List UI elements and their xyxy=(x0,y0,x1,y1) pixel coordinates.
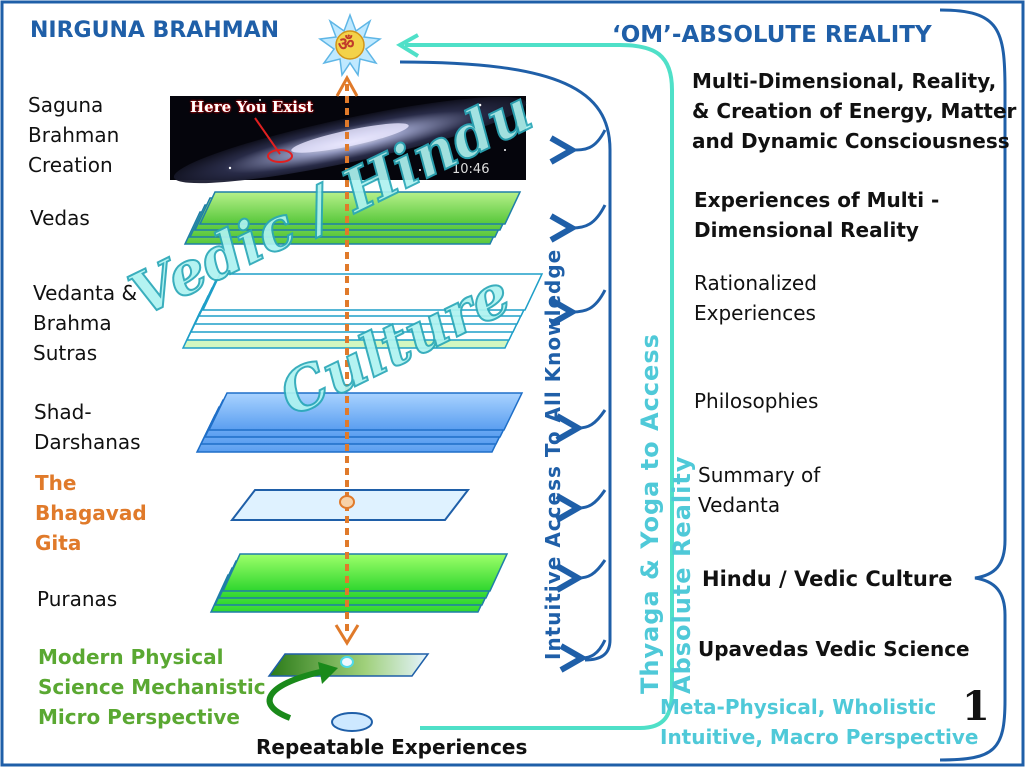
label-bhagavad-gita: The Bhagavad Gita xyxy=(35,471,147,555)
om-starburst xyxy=(318,12,382,78)
orange-axis xyxy=(334,74,360,668)
slide-number: 1 xyxy=(962,683,990,730)
label-rationalized: Rationalized Experiences xyxy=(694,271,817,325)
label-shad-darshanas: Shad- Darshanas xyxy=(34,400,141,454)
label-hindu-vedic-culture: Hindu / Vedic Culture xyxy=(702,567,953,591)
label-vedas: Vedas xyxy=(30,206,90,230)
title-nirguna-brahman: NIRGUNA BRAHMAN xyxy=(30,18,280,43)
green-curved-arrow xyxy=(266,662,338,721)
shad-slabs xyxy=(195,392,524,453)
title-om-absolute-reality: ‘OM’-ABSOLUTE REALITY xyxy=(612,22,932,48)
label-summary-vedanta: Summary of Vedanta xyxy=(698,463,821,517)
label-philosophies: Philosophies xyxy=(694,389,819,413)
thyaga-loop xyxy=(396,33,674,730)
label-repeatable-experiences: Repeatable Experiences xyxy=(256,735,528,759)
repeatable-ellipse xyxy=(331,712,373,732)
puranas-slabs xyxy=(209,553,509,613)
galaxy-caption: Here You Exist xyxy=(190,98,314,116)
om-glyph: ॐ xyxy=(338,34,355,55)
intuitive-access-arrows xyxy=(399,60,612,660)
label-vedanta: Vedanta & Brahma Sutras xyxy=(33,281,138,365)
label-saguna-brahman: Saguna Brahman Creation xyxy=(28,93,120,177)
vertical-intuitive-access: Intuitive Access To All Knowledge xyxy=(541,248,565,660)
label-upavedas: Upavedas Vedic Science xyxy=(698,637,970,661)
label-puranas: Puranas xyxy=(37,587,118,611)
right-brace xyxy=(939,8,1007,762)
vertical-thyaga-yoga: Thyaga & Yoga to Access Absolute Reality xyxy=(636,333,696,694)
label-modern-science: Modern Physical Science Mechanistic Micr… xyxy=(38,645,266,729)
label-experiences-multi: Experiences of Multi - Dimensional Reali… xyxy=(694,188,940,242)
galaxy-timestamp: 10:46 xyxy=(452,162,490,177)
label-meta-physical: Meta-Physical, Wholistic Intuitive, Macr… xyxy=(660,695,979,749)
label-multi-dimensional: Multi-Dimensional, Reality, & Creation o… xyxy=(692,69,1017,153)
vedanta-slabs xyxy=(181,273,544,349)
